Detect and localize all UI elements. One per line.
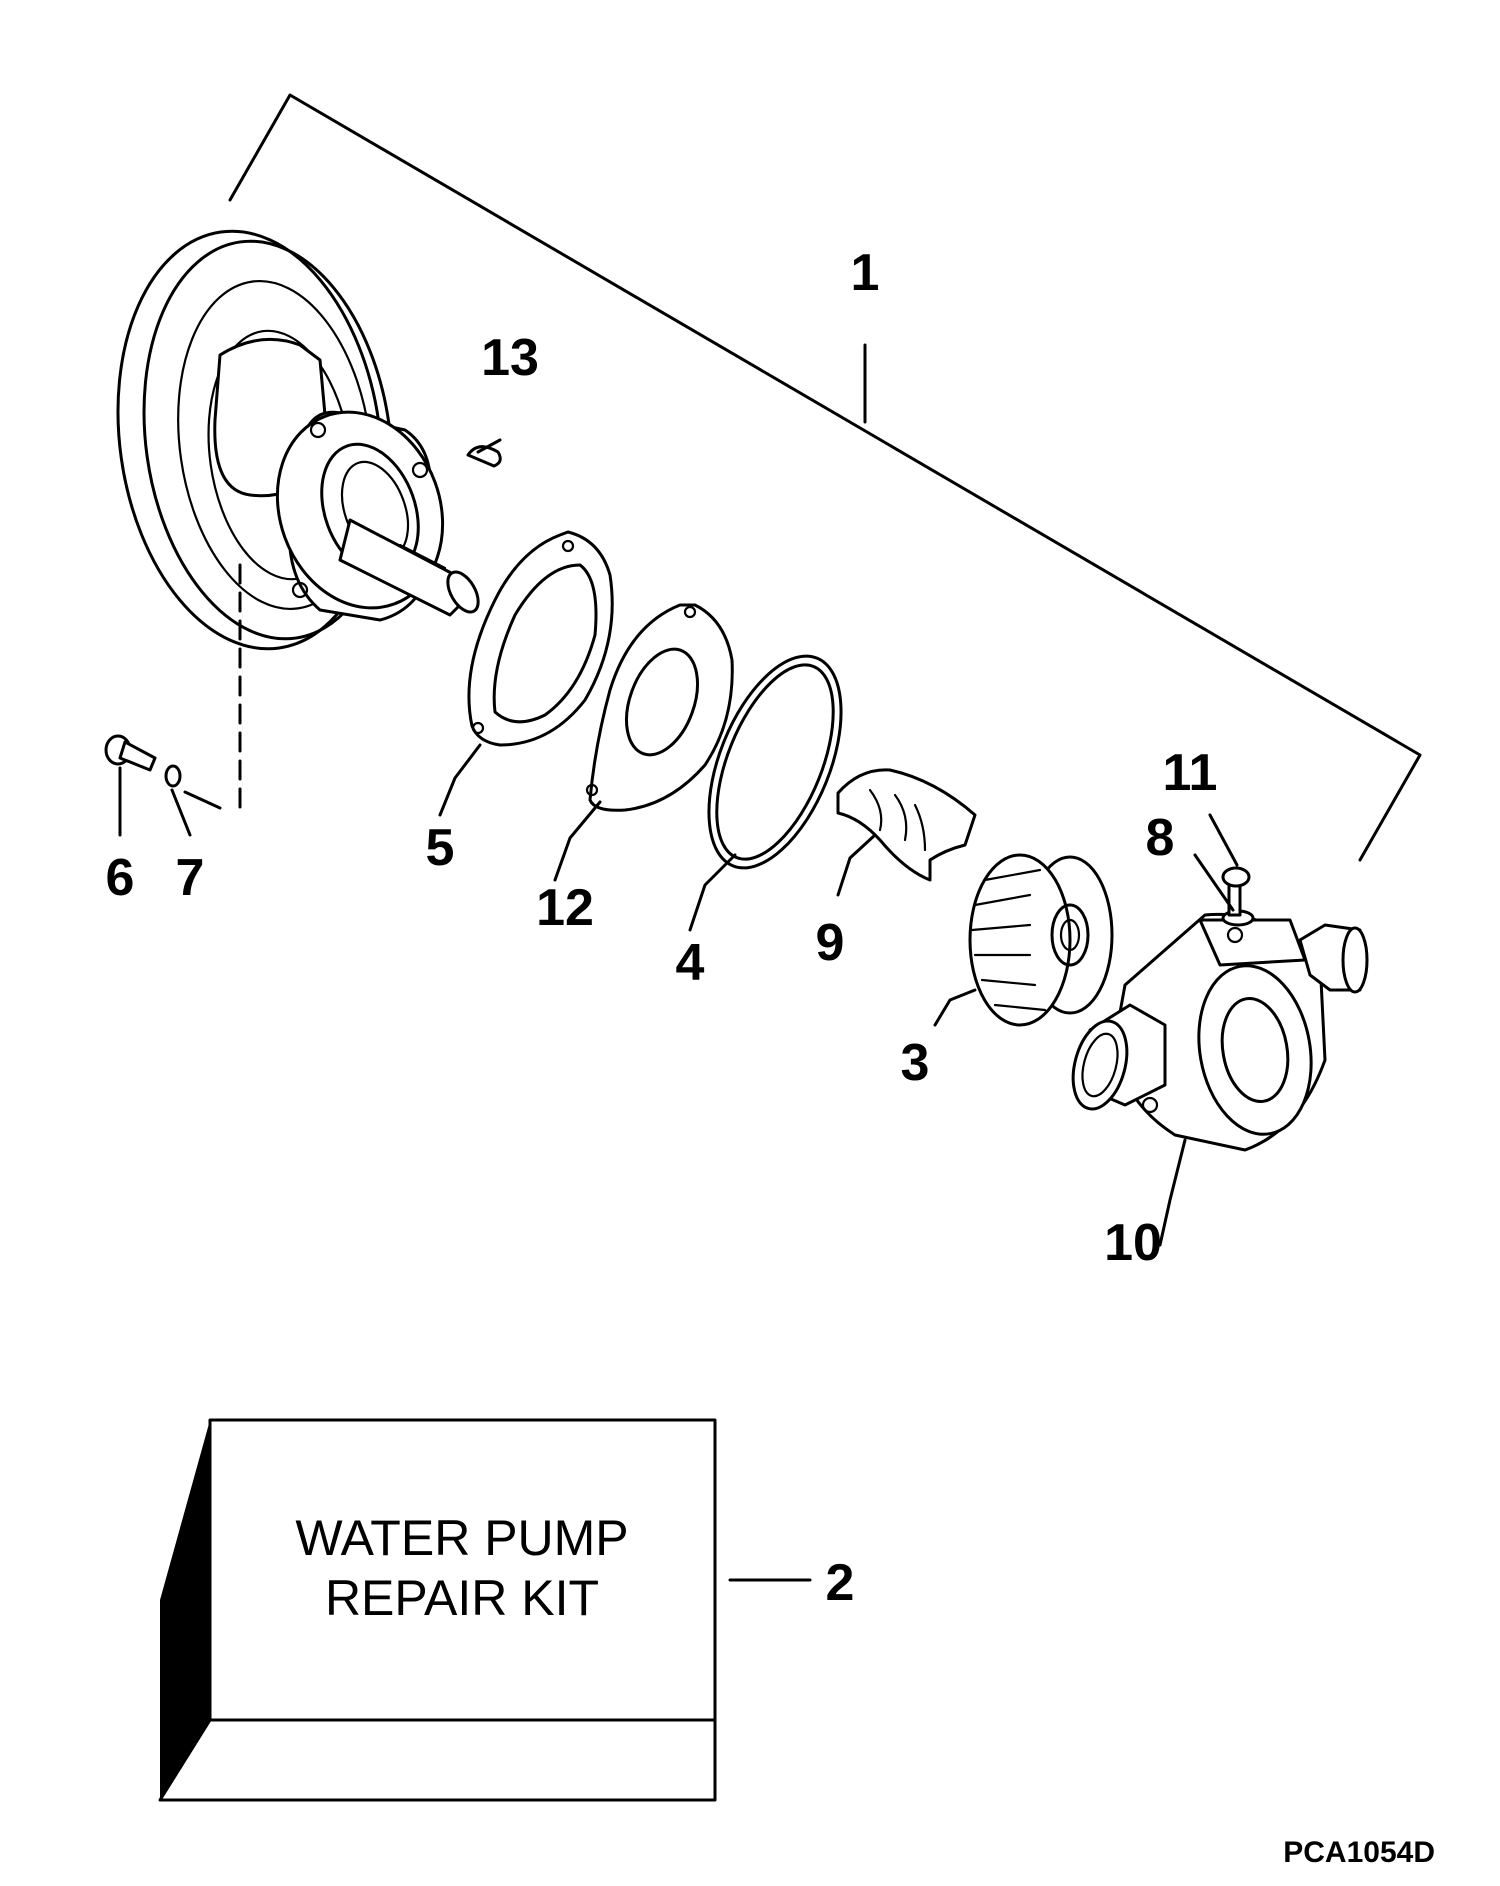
callout-9: 9 [816, 914, 845, 972]
leader-lines [118, 438, 1239, 1247]
callout-5: 5 [426, 819, 455, 877]
pump-shaft [338, 518, 480, 617]
cam [836, 768, 977, 882]
gasket [467, 530, 614, 747]
bolt-and-lockwasher [104, 563, 242, 815]
callout-13: 13 [481, 329, 539, 387]
callout-2: 2 [826, 1554, 855, 1612]
impeller [968, 853, 1114, 1027]
callout-6: 6 [106, 849, 135, 907]
callout-3: 3 [901, 1034, 930, 1092]
reference-code: PCA1054D [1283, 1836, 1435, 1869]
callout-10: 10 [1104, 1214, 1162, 1272]
screw-and-washer [1221, 866, 1255, 927]
o-ring [707, 654, 843, 870]
callout-4: 4 [676, 934, 705, 992]
repair-kit-box [158, 1418, 812, 1802]
callout-8: 8 [1146, 809, 1175, 867]
kit-label-line-1: WATER PUMP [295, 1510, 628, 1566]
callout-1: 1 [851, 244, 880, 302]
assembly-bracket [228, 93, 1422, 862]
pump-housing [1071, 912, 1369, 1152]
callout-11: 11 [1163, 744, 1218, 802]
kit-label-line-2: REPAIR KIT [325, 1570, 599, 1626]
wear-plate [585, 603, 734, 812]
callout-7: 7 [176, 849, 205, 907]
woodruff-key [466, 445, 502, 468]
callout-12: 12 [536, 879, 594, 937]
